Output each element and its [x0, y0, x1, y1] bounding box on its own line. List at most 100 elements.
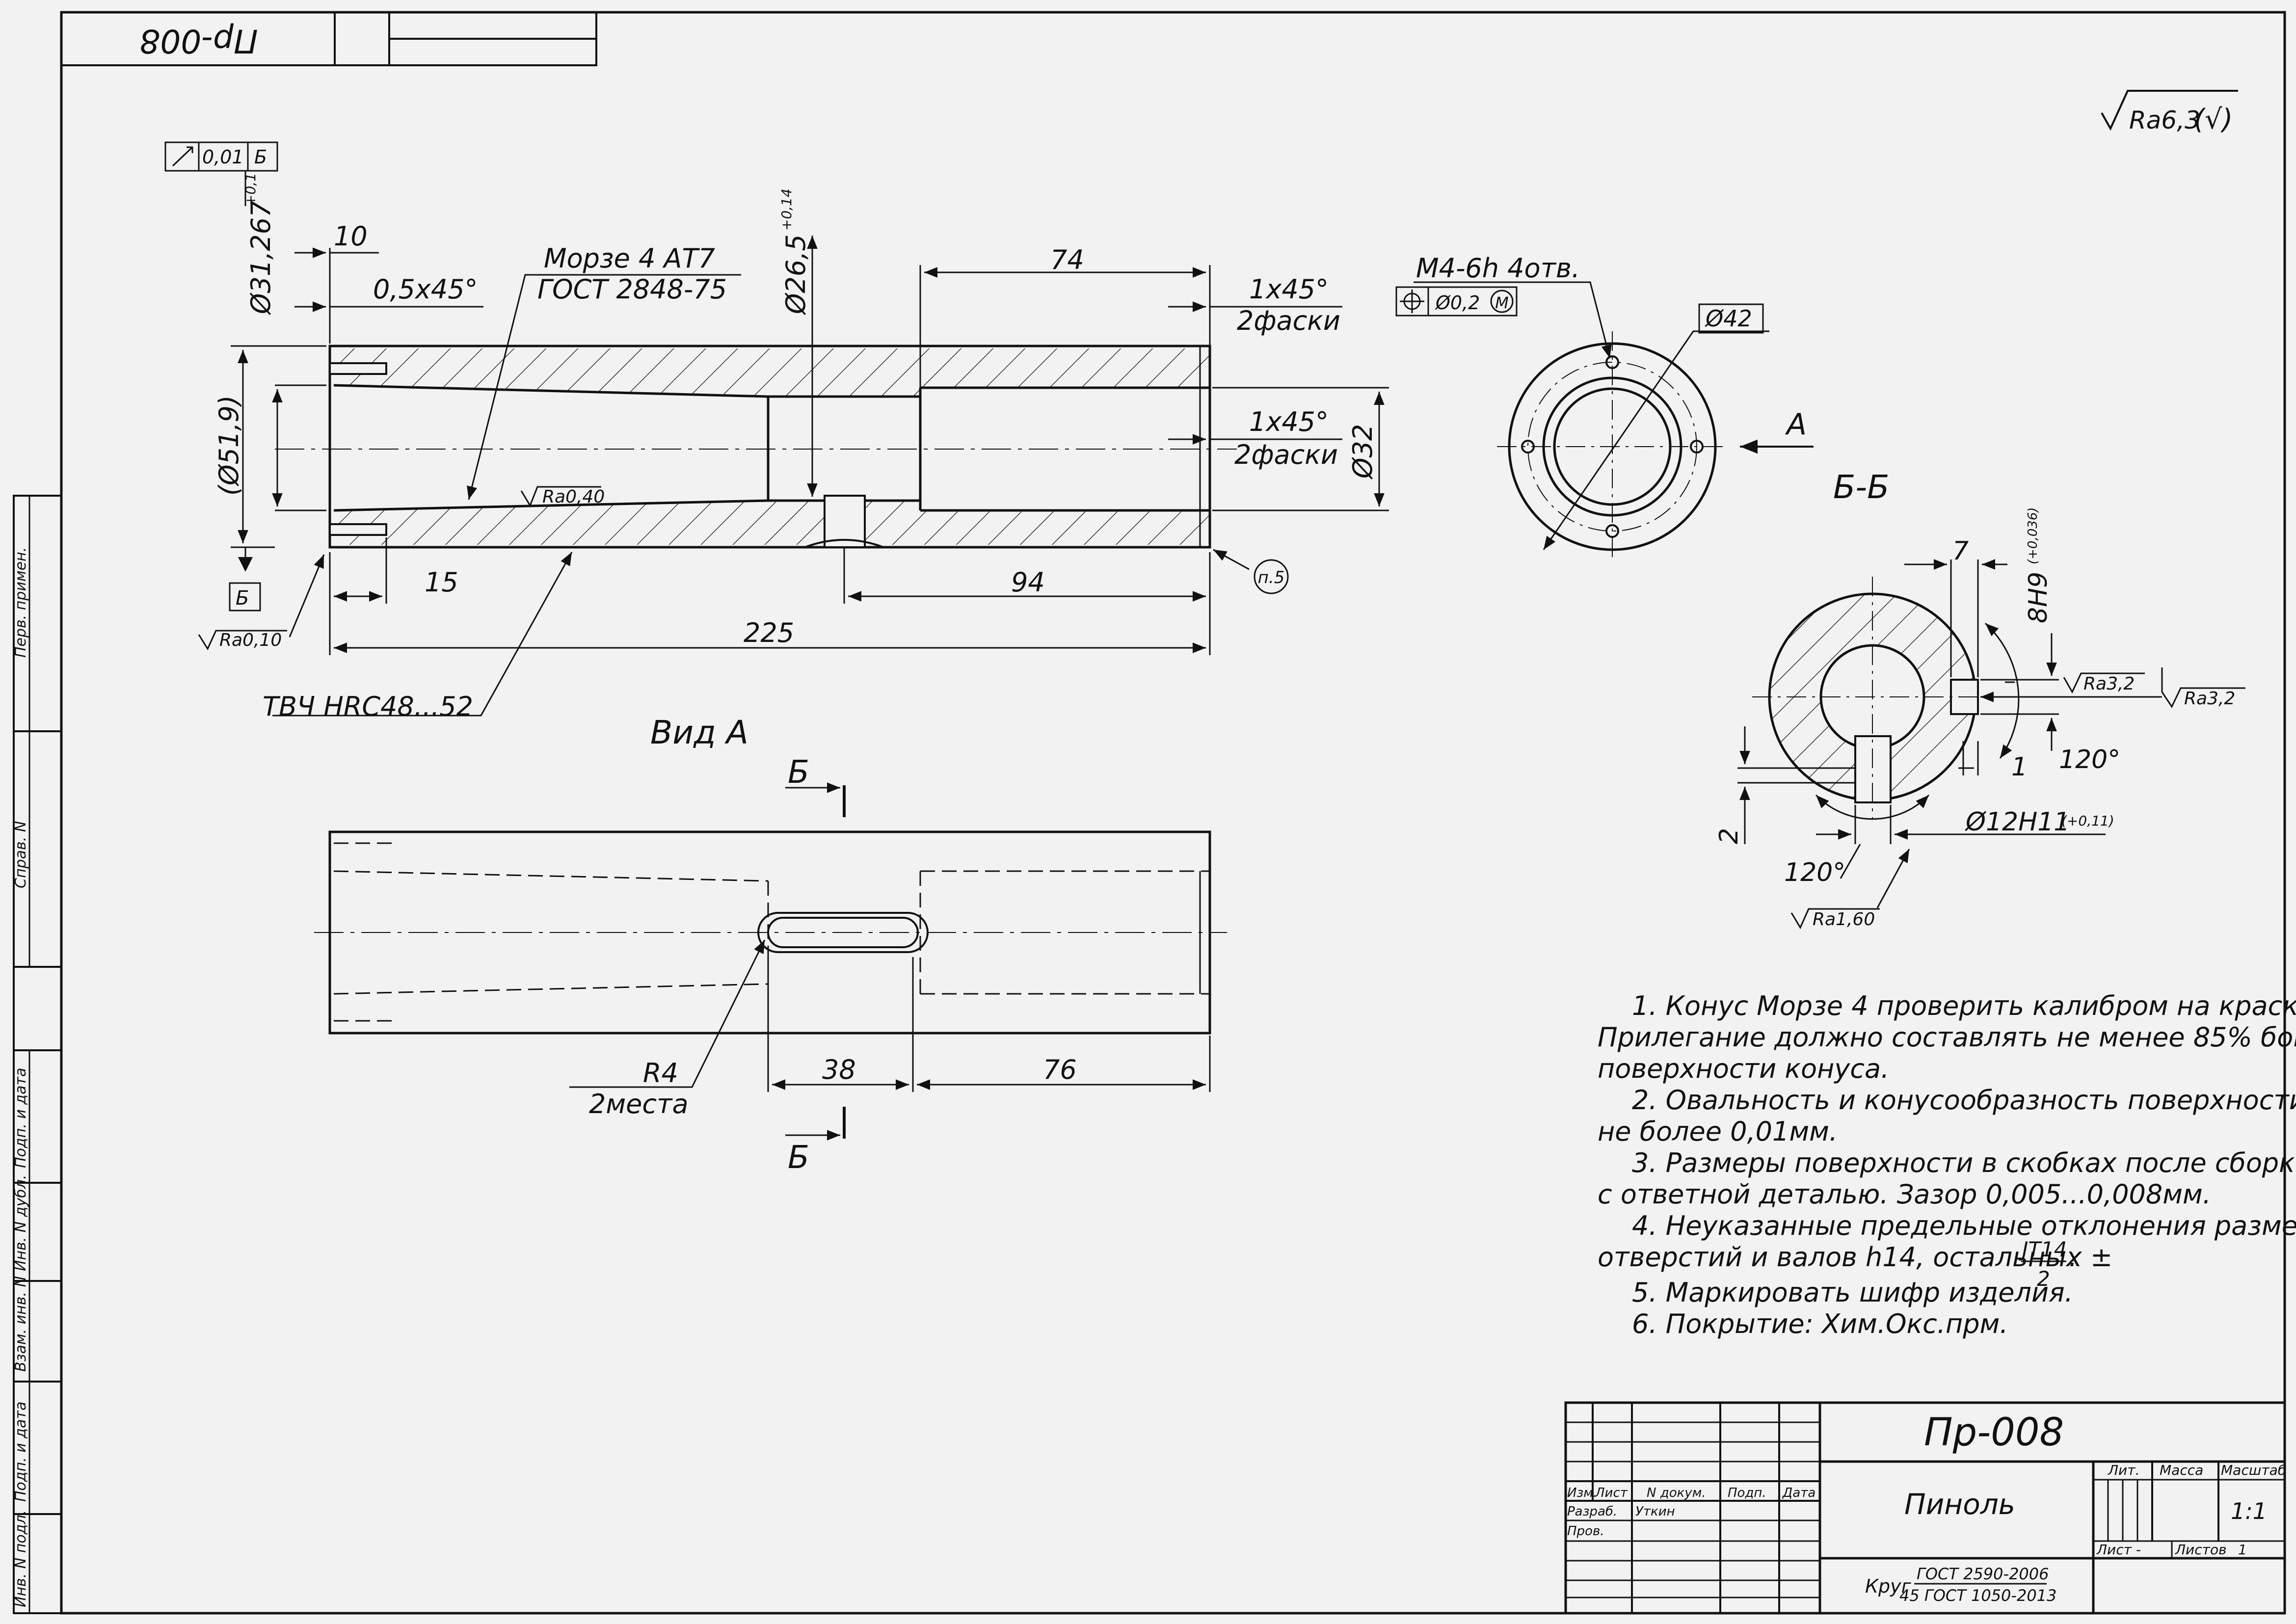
general-ra-suffix: (√)	[2194, 104, 2233, 135]
side-label-vzam-inv: Взам. инв. N	[12, 1276, 29, 1372]
dim-d42: Ø42	[1705, 305, 1752, 332]
dim-chamfer-05: 0,5х45°	[373, 274, 478, 305]
dim-d26: Ø26,5	[780, 234, 811, 315]
general-roughness: Ra6,3 (√)	[2101, 90, 2238, 135]
tb-prov-label: Пров.	[1567, 1524, 1604, 1539]
note-2-line-1: 2. Овальность и конусообразность поверхн…	[1632, 1085, 2296, 1116]
ra-16: Ra1,60	[1813, 909, 1875, 930]
tb-part-name: Пиноль	[1904, 1488, 2015, 1521]
tb-material-prefix: Круг	[1865, 1575, 1912, 1597]
side-label-podp-data-2: Подп. и дата	[12, 1402, 29, 1502]
tb-material-std2: 45 ГОСТ 1050-2013	[1899, 1586, 2056, 1605]
tb-hdr-izm: Изм.	[1567, 1486, 1597, 1500]
note-2-line-2: не более 0,01мм.	[1598, 1116, 1838, 1147]
tb-scale-label: Масштаб	[2221, 1462, 2286, 1478]
cut-mark-top: Б	[788, 754, 809, 791]
view-a-texts: R4 2места 38 76	[589, 1054, 1077, 1119]
sheet-frame	[13, 11, 2286, 1615]
note-1-line-1: 1. Конус Морзе 4 проверить калибром на к…	[1632, 990, 2296, 1021]
dim-d12: Ø12H11	[1965, 807, 2070, 837]
thread-spec: М4-6h 4отв.	[1416, 253, 1580, 284]
dim-7: 7	[1952, 536, 1969, 566]
tb-scale-value: 1:1	[2231, 1498, 2267, 1524]
ra-32-b: Ra3,2	[2184, 689, 2235, 709]
dim-94: 94	[1011, 567, 1045, 598]
note-4-line-2: отверстий и валов h14, остальных ±	[1598, 1242, 2112, 1273]
chamfer-mid-line1: 1х45°	[1249, 406, 1329, 437]
tb-mass-label: Масса	[2160, 1462, 2203, 1478]
tb-hdr-data: Дата	[1782, 1486, 1815, 1500]
side-label-podp-data-1: Подп. и дата	[12, 1068, 29, 1168]
side-label-perv-primen: Перв. примен.	[12, 547, 29, 658]
title-block-texts: Пр-008 Пиноль Изм. Лист N докум. Подп. Д…	[1567, 1411, 2286, 1605]
tb-designation: Пр-008	[1924, 1411, 2064, 1455]
tb-hdr-ndokum: N докум.	[1647, 1486, 1706, 1500]
end-view: М4-6h 4отв. Ø0,2 M Ø42 А	[1395, 253, 1814, 562]
tb-sheet-label: Лист -	[2096, 1542, 2141, 1558]
view-a-arrow-letter: А	[1785, 407, 1807, 442]
main-section-view	[275, 345, 1237, 549]
stamp-code: Пр-008	[139, 22, 258, 60]
dim-d32: Ø32	[1347, 424, 1378, 479]
title-block	[1564, 1401, 2286, 1615]
chamfer-mid-line2: 2фаски	[1234, 439, 1338, 470]
technical-notes: 1. Конус Морзе 4 проверить калибром на к…	[1598, 990, 2296, 1339]
chamfer-top-line1: 1х45°	[1249, 274, 1329, 305]
dim-d31: Ø31,267	[245, 201, 276, 315]
morse-taper-line1: Морзе 4 АТ7	[544, 243, 715, 274]
upper-wall-hatch	[334, 348, 1210, 397]
runout-tol-base: Б	[254, 146, 267, 168]
base-letter: Б	[236, 587, 249, 610]
dim-8h9: 8H9	[2024, 572, 2053, 623]
tb-razrab-label: Разраб.	[1567, 1504, 1617, 1519]
section-bb: Б-Б	[1752, 468, 1998, 820]
note-1-line-3: поверхности конуса.	[1598, 1053, 1889, 1084]
note-4-line-1: 4. Неуказанные предельные отклонения раз…	[1632, 1210, 2296, 1241]
main-dimensions	[231, 236, 1389, 717]
radius-r4: R4	[643, 1058, 678, 1089]
tb-sheets-value: 1	[2238, 1542, 2247, 1558]
note-3-line-1: 3. Размеры поверхности в скобках после с…	[1632, 1147, 2296, 1178]
section-bb-texts: 7 8H9 (+0,036) Ra3,2 Ra3,2 1 120° 2 Ø12H…	[1714, 507, 2245, 930]
view-a-title: Вид А	[650, 714, 748, 751]
note-ref-bubble: п.5	[1258, 568, 1285, 587]
ra-outer: Ra0,10	[219, 630, 282, 650]
hardening-spec: ТВЧ HRC48...52	[263, 691, 473, 722]
note-3-line-2: с ответной деталью. Зазор 0,005...0,008м…	[1598, 1179, 2211, 1210]
cut-mark-bottom: Б	[788, 1140, 809, 1176]
base-triangle	[238, 557, 253, 572]
dim-10: 10	[334, 221, 368, 252]
note-4-fraction-den: 2	[2037, 1267, 2050, 1291]
dim-d31-tol: +0,1	[242, 173, 259, 206]
note-4-fraction-num: JT14	[2019, 1237, 2067, 1261]
dim-225: 225	[744, 617, 794, 648]
tb-sheets-label: Листов	[2175, 1542, 2227, 1558]
dim-15: 15	[425, 567, 458, 598]
chamfer-top-line2: 2фаски	[1237, 305, 1340, 336]
position-tol-modifier: M	[1495, 293, 1509, 312]
angle-120-b: 120°	[1784, 858, 1845, 887]
view-a-dimensions	[569, 939, 1211, 1092]
note-6: 6. Покрытие: Хим.Окс.прм.	[1632, 1308, 2008, 1339]
view-a: Вид А Б Б	[314, 714, 1227, 1176]
side-label-inv-podl: Инв. N подл.	[12, 1510, 29, 1607]
note-1-line-2: Прилегание должно составлять не менее 85…	[1598, 1022, 2296, 1053]
tb-material-std1: ГОСТ 2590-2006	[1917, 1565, 2049, 1583]
dim-8h9-tol: (+0,036)	[2026, 507, 2040, 564]
angle-120-a: 120°	[2059, 745, 2120, 774]
radius-count: 2места	[589, 1089, 689, 1119]
section-bb-dimensions	[1737, 559, 2162, 908]
general-ra: Ra6,3	[2129, 106, 2200, 134]
note-4-end: .	[2069, 1242, 2077, 1273]
tb-razrab-name: Уткин	[1635, 1504, 1675, 1519]
side-label-inv-dubl: Инв. N дубл.	[12, 1175, 29, 1272]
runout-tol-value: 0,01	[202, 146, 244, 168]
section-bb-title: Б-Б	[1833, 468, 1889, 506]
side-label-sprav: Справ. N	[12, 821, 29, 888]
side-strip: Перв. примен. Справ. N Подп. и дата Инв.…	[12, 547, 29, 1607]
dim-1: 1	[2011, 752, 2028, 782]
dim-38: 38	[822, 1054, 856, 1085]
dim-d26-tol: +0,14	[778, 188, 795, 231]
note-5: 5. Маркировать шифр изделия.	[1632, 1277, 2073, 1308]
